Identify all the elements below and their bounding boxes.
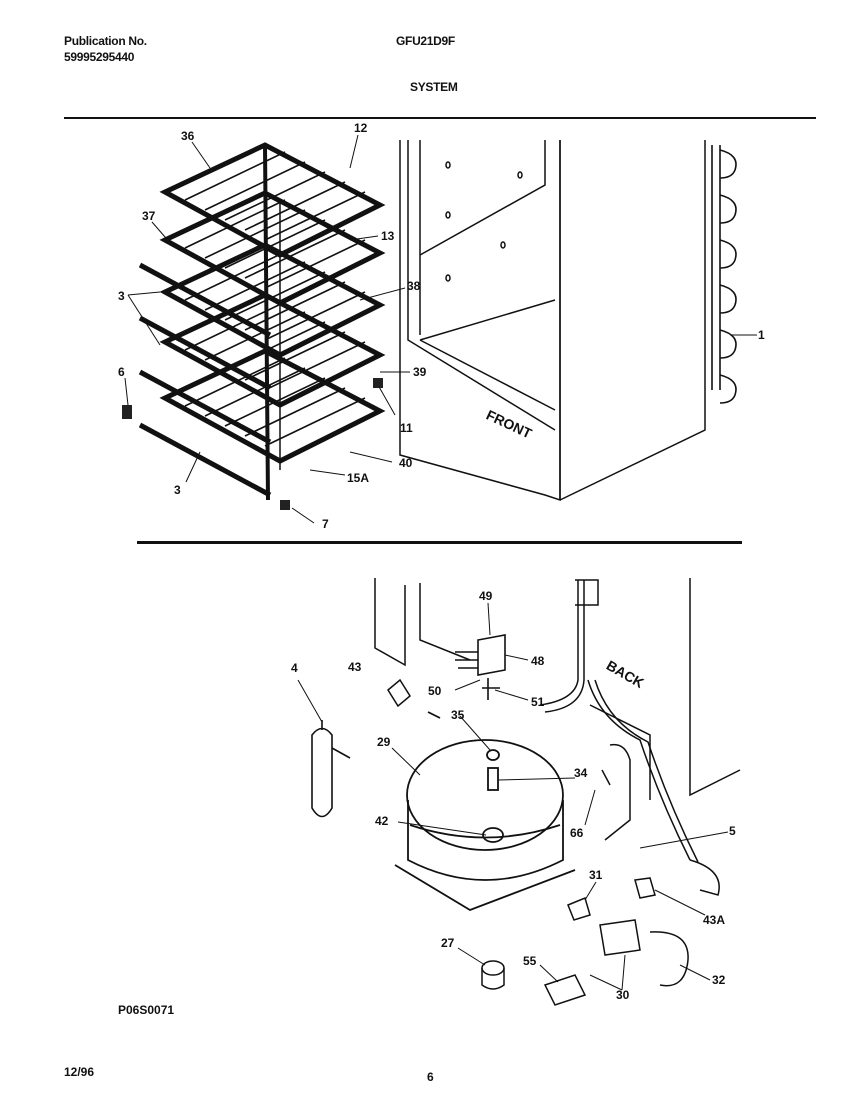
callout-66: 66 xyxy=(570,826,584,840)
callout-48: 48 xyxy=(531,654,545,668)
callout-1: 1 xyxy=(758,328,765,342)
callout-29: 29 xyxy=(377,735,391,749)
condenser-coil xyxy=(711,145,737,404)
callout-15a: 15A xyxy=(347,471,370,485)
callout-5: 5 xyxy=(729,824,736,838)
section-title: SYSTEM xyxy=(410,80,458,94)
callout-49: 49 xyxy=(479,589,493,603)
callout-35: 35 xyxy=(451,708,465,722)
cabinet-outline xyxy=(399,140,706,502)
small-parts xyxy=(387,678,689,1006)
figure-code: P06S0071 xyxy=(118,1003,175,1017)
callout-36: 36 xyxy=(181,129,195,143)
callout-31: 31 xyxy=(589,868,603,882)
section-rule xyxy=(137,541,742,544)
callout-3-lower: 3 xyxy=(174,483,181,497)
bracket-11-shape xyxy=(373,378,383,388)
callout-7: 7 xyxy=(322,517,329,531)
callout-43: 43 xyxy=(348,660,362,674)
shelf-4 xyxy=(159,292,386,408)
callout-32: 32 xyxy=(712,973,726,987)
callout-11: 11 xyxy=(400,421,413,435)
callout-37: 37 xyxy=(142,209,156,223)
callout-38: 38 xyxy=(407,279,421,293)
compressor xyxy=(394,711,576,911)
callout-6: 6 xyxy=(118,365,125,379)
callout-4: 4 xyxy=(291,661,298,675)
callout-43a: 43A xyxy=(703,913,726,927)
tubing xyxy=(539,579,720,896)
revision-date: 12/96 xyxy=(64,1065,95,1079)
model-number: GFU21D9F xyxy=(396,34,455,48)
callout-39: 39 xyxy=(413,365,427,379)
publication-number: 59995295440 xyxy=(64,50,135,64)
valve xyxy=(455,634,506,700)
clip-7-shape xyxy=(280,500,290,510)
callout-13: 13 xyxy=(381,229,395,243)
callout-55: 55 xyxy=(523,954,537,968)
callout-50: 50 xyxy=(428,684,442,698)
drier xyxy=(311,720,351,818)
callout-40: 40 xyxy=(399,456,413,470)
publication-label: Publication No. xyxy=(64,34,147,48)
clip-6-shape xyxy=(122,405,132,419)
callout-30: 30 xyxy=(616,988,630,1002)
callout-42: 42 xyxy=(375,814,389,828)
callout-34: 34 xyxy=(574,766,588,780)
top-leader-lines xyxy=(124,134,757,524)
callout-12: 12 xyxy=(354,121,368,135)
callout-51: 51 xyxy=(531,695,545,709)
bottom-leader-lines xyxy=(297,602,729,991)
shelf-2 xyxy=(159,190,386,306)
evaporator-shelves xyxy=(138,142,386,501)
header-rule xyxy=(64,117,816,119)
callout-27: 27 xyxy=(441,936,455,950)
page-number: 6 xyxy=(427,1070,434,1084)
cabinet-back-outline xyxy=(374,578,741,800)
shelf-3 xyxy=(159,242,386,358)
callout-3-upper: 3 xyxy=(118,289,125,303)
